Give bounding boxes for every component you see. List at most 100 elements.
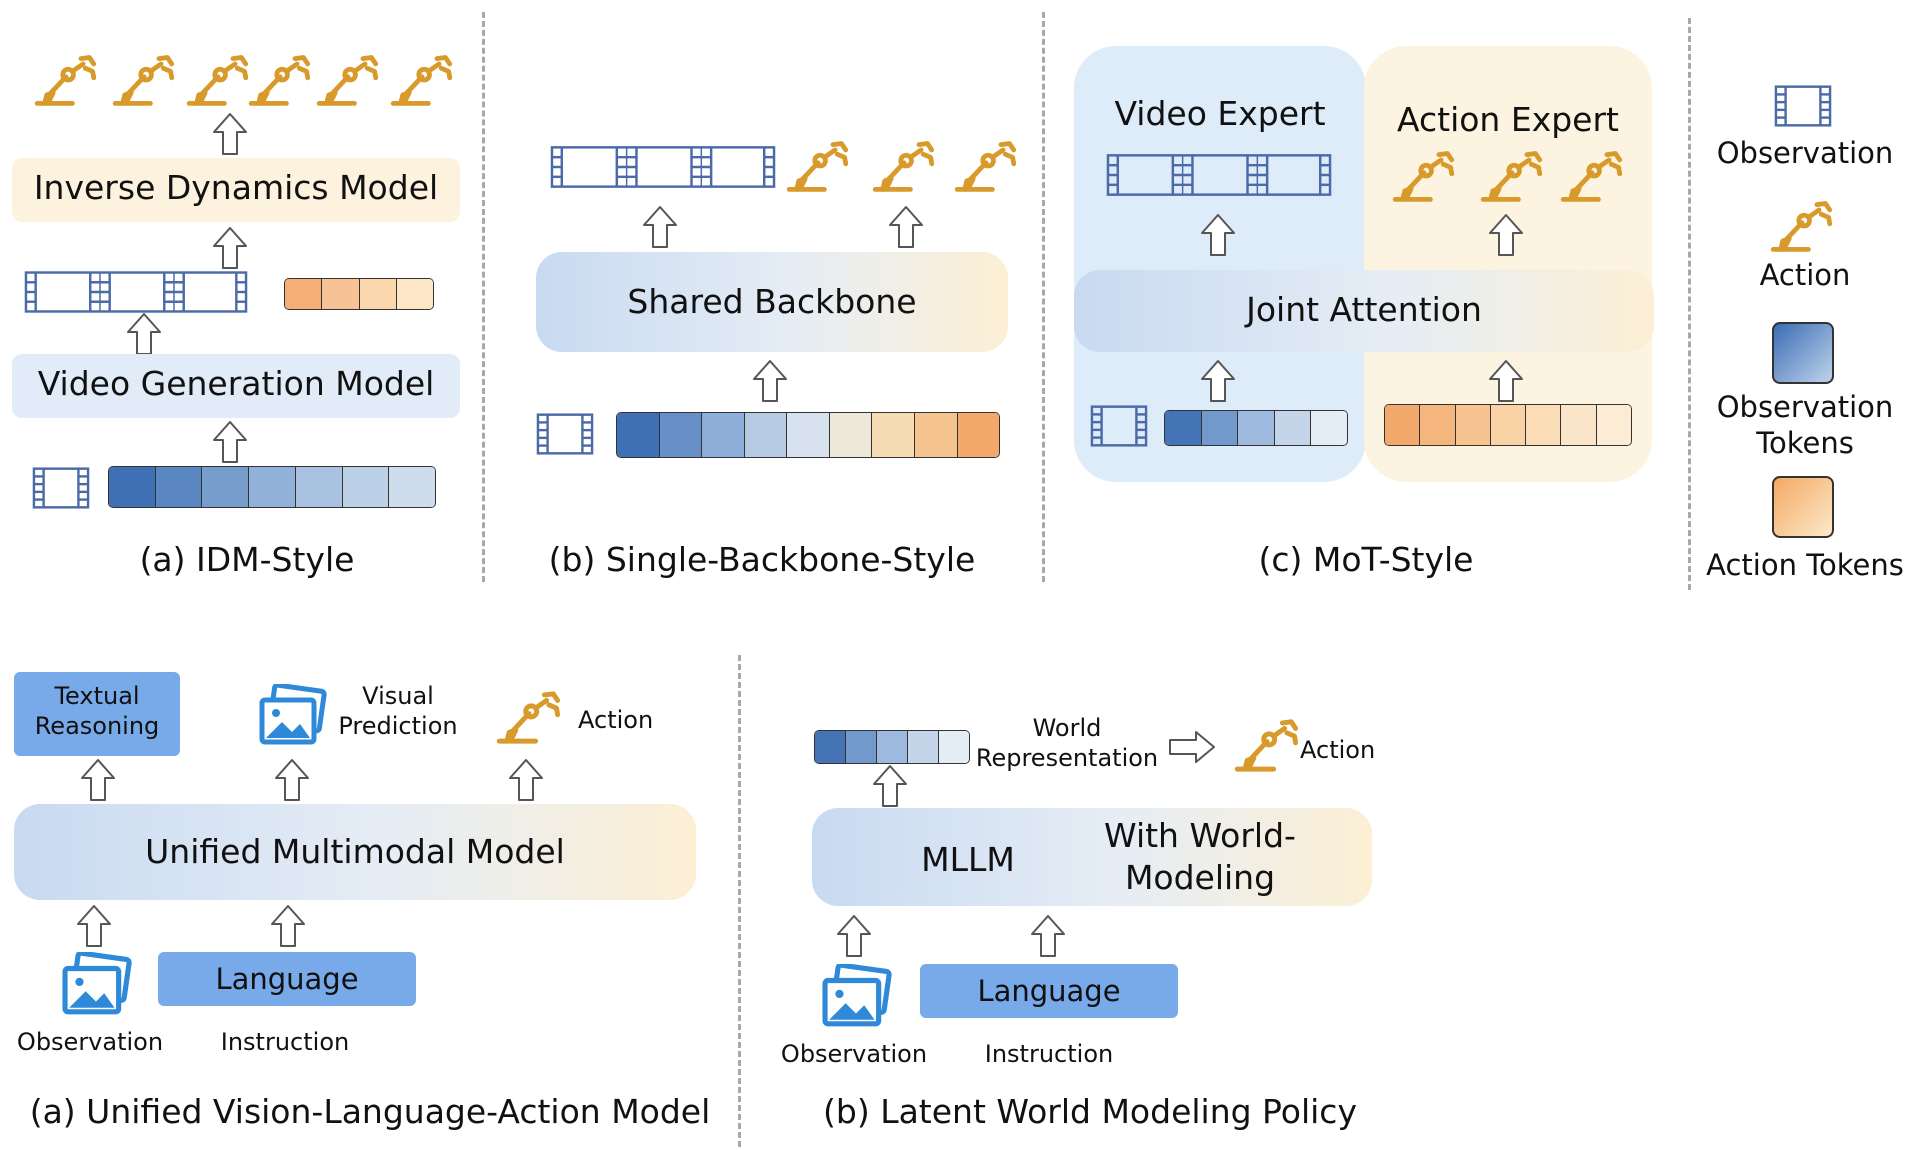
observation-token-swatch [1772, 322, 1834, 384]
up-arrow-icon [642, 204, 678, 250]
divider-3 [1688, 18, 1691, 590]
up-arrow-icon [1488, 212, 1524, 258]
lwm-instruction-label: Instruction [984, 1040, 1114, 1068]
observation-tokens-strip [108, 466, 436, 508]
observation-frame-icon [536, 412, 594, 456]
textual-reasoning-label-1: Textual [54, 682, 140, 710]
observation-tokens-strip [1164, 410, 1348, 446]
up-arrow-icon [872, 764, 908, 808]
video-generation-box [12, 354, 460, 418]
up-arrow-icon [270, 904, 306, 948]
up-arrow-icon [126, 312, 162, 356]
joint-attention-box [1074, 270, 1654, 352]
language-box [158, 952, 416, 1006]
right-arrow-icon [1168, 730, 1216, 764]
action-icon [872, 140, 936, 194]
unified-multimodal-box [14, 804, 696, 900]
video-frames-icon [24, 270, 248, 314]
textual-reasoning-box [14, 672, 180, 756]
inverse-dynamics-label: Inverse Dynamics Model [33, 168, 439, 207]
divider-2 [1042, 12, 1045, 582]
up-arrow-icon [1200, 358, 1236, 404]
image-icon [258, 684, 328, 748]
visual-prediction-label-2: Prediction [338, 712, 458, 740]
idm-caption: (a) IDM-Style [139, 540, 355, 579]
up-arrow-icon [888, 204, 924, 250]
video-expert-region [1074, 46, 1366, 482]
mllm-box [812, 808, 1372, 906]
up-arrow-icon [836, 914, 872, 958]
uvla-caption: (a) Unified Vision-Language-Action Model [29, 1092, 711, 1131]
action-icon [316, 54, 380, 108]
up-arrow-icon [1488, 358, 1524, 404]
action-icon [1480, 150, 1544, 204]
legend-observation-tokens-label-2: Tokens [1756, 426, 1854, 460]
legend-observation-tokens-label-1: Observation [1716, 390, 1894, 424]
action-icon [1560, 150, 1624, 204]
up-arrow-icon [1200, 212, 1236, 258]
observation-image-icon [60, 952, 134, 1018]
legend-action-label: Action [1759, 258, 1851, 292]
shared-backbone-label: Shared Backbone [627, 282, 917, 321]
video-frames-icon [1106, 152, 1332, 198]
up-arrow-icon [508, 758, 544, 802]
video-generation-label: Video Generation Model [37, 364, 435, 403]
world-modeling-label-2: Modeling [1124, 858, 1276, 897]
action-icon [954, 140, 1018, 194]
action-icon [1392, 150, 1456, 204]
video-frames-icon [550, 144, 776, 190]
mixed-tokens-strip [616, 412, 1000, 458]
lwm-language-box [920, 964, 1178, 1018]
language-label: Language [215, 962, 359, 996]
action-expert-label: Action Expert [1397, 100, 1619, 139]
single-backbone-caption: (b) Single-Backbone-Style [548, 540, 976, 579]
joint-attention-label: Joint Attention [1246, 290, 1482, 329]
legend-action-tokens-label: Action Tokens [1706, 548, 1904, 582]
instruction-label: Instruction [220, 1028, 350, 1056]
action-icon [112, 54, 176, 108]
up-arrow-icon [80, 758, 116, 802]
action-label: Action [578, 706, 654, 734]
action-token-swatch [1772, 476, 1834, 538]
action-icon [34, 54, 98, 108]
action-tokens-strip [1384, 404, 1632, 446]
shared-backbone-box [536, 252, 1008, 352]
mllm-label: MLLM [921, 840, 1015, 879]
up-arrow-icon [212, 420, 248, 464]
world-representation-label-2: Representation [975, 744, 1159, 772]
world-modeling-label-1: With World- [1104, 816, 1296, 855]
inverse-dynamics-box [12, 158, 460, 222]
observation-frame-icon [1774, 84, 1832, 128]
lwm-language-label: Language [977, 974, 1121, 1008]
mot-caption: (c) MoT-Style [1258, 540, 1474, 579]
textual-reasoning-label-2: Reasoning [34, 712, 160, 740]
action-tokens-strip [284, 278, 434, 310]
video-expert-label: Video Expert [1114, 94, 1326, 133]
observation-image-icon [820, 964, 894, 1030]
observation-frame-icon [32, 466, 90, 510]
action-icon [390, 54, 454, 108]
observation-frame-icon [1090, 404, 1148, 448]
up-arrow-icon [212, 112, 248, 156]
up-arrow-icon [1030, 914, 1066, 958]
action-icon [786, 140, 850, 194]
lwm-observation-label: Observation [780, 1040, 928, 1068]
up-arrow-icon [274, 758, 310, 802]
divider-4 [738, 655, 741, 1147]
action-icon [186, 54, 250, 108]
visual-prediction-label-1: Visual [362, 682, 434, 710]
up-arrow-icon [212, 226, 248, 270]
up-arrow-icon [76, 904, 112, 948]
action-icon [1770, 200, 1834, 254]
action-icon [1234, 718, 1300, 774]
world-representation-label-1: World [1032, 714, 1102, 742]
lwm-caption: (b) Latent World Modeling Policy [823, 1092, 1357, 1131]
action-icon [248, 54, 312, 108]
observation-label: Observation [16, 1028, 164, 1056]
world-representation-tokens [814, 730, 970, 764]
lwm-action-label: Action [1300, 736, 1376, 764]
action-icon [496, 690, 562, 746]
unified-multimodal-label: Unified Multimodal Model [145, 832, 565, 871]
up-arrow-icon [752, 358, 788, 404]
legend-observation-label: Observation [1716, 136, 1894, 170]
